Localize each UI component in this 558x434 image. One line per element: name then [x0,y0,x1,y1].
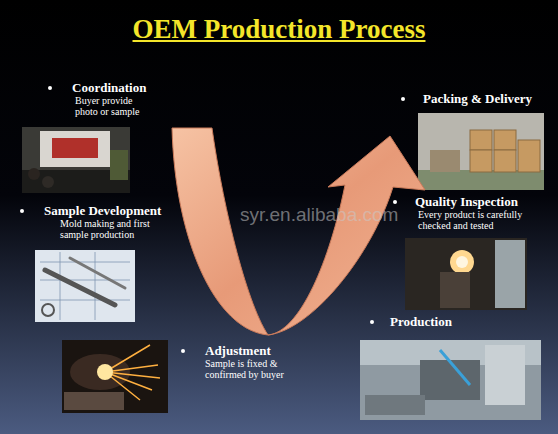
bullet-dot [401,97,405,101]
step-description: Every product is carefully checked and t… [418,209,538,231]
step-description: Buyer provide photo or sample [75,95,153,117]
step-heading: Coordination [72,80,153,95]
machining-photo [360,340,541,420]
bullet-dot [20,209,24,213]
process-arrow [172,128,425,335]
bullet-dot [370,320,374,324]
process-step: AdjustmentSample is fixed & confirmed by… [205,343,295,380]
step-description: Sample is fixed & confirmed by buyer [205,358,295,380]
bullet-dot [181,349,185,353]
grinding-photo [62,340,168,413]
step-heading: Quality Inspection [415,194,538,209]
step-heading: Packing & Delivery [423,91,532,106]
warehouse-photo [418,113,544,190]
process-step: CoordinationBuyer provide photo or sampl… [72,80,153,117]
process-step: Quality InspectionEvery product is caref… [415,194,538,231]
step-heading: Adjustment [205,343,295,358]
watermark: syr.en.alibaba.com [240,204,398,226]
inspection-photo [405,238,527,310]
title: OEM Production Process [0,14,558,45]
step-heading: Sample Development [44,203,165,218]
bullet-dot [48,86,52,90]
process-step: Sample DevelopmentMold making and first … [44,203,165,240]
step-description: Mold making and first sample production [60,218,165,240]
blueprint-photo [35,250,135,322]
process-step: Production [390,314,452,329]
step-heading: Production [390,314,452,329]
meeting-photo [22,127,130,193]
bullet-dot [393,200,397,204]
process-step: Packing & Delivery [423,91,532,106]
